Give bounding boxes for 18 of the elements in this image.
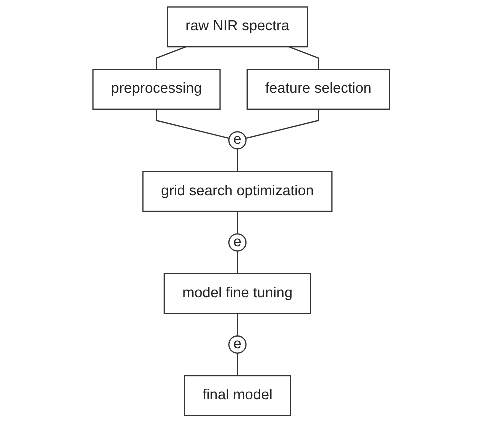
connector: [237, 212, 238, 234]
connector: [246, 109, 320, 140]
connector: [237, 314, 238, 336]
node-circle: e: [228, 336, 247, 354]
connector: [237, 149, 238, 172]
node-box: feature selection: [246, 69, 390, 110]
connector: [237, 251, 238, 274]
node-box: final model: [184, 375, 292, 416]
node-circle: e: [228, 131, 247, 150]
node-box: model fine tuning: [164, 273, 312, 314]
node-box: grid search optimization: [142, 171, 333, 212]
node-circle: e: [228, 234, 247, 252]
connector: [289, 46, 320, 70]
node-box: preprocessing: [92, 69, 221, 110]
connector: [156, 109, 230, 140]
connector: [237, 353, 238, 376]
connector: [156, 46, 186, 70]
node-box: raw NIR spectra: [167, 6, 308, 48]
